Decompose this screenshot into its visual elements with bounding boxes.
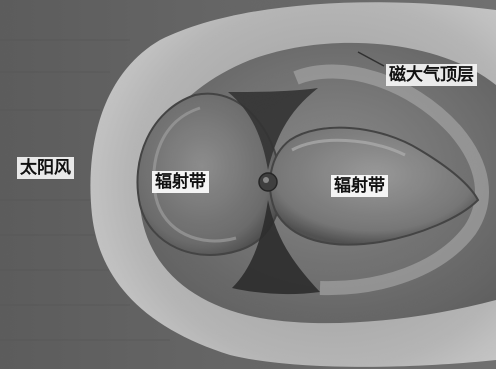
solar-wind-label: 太阳风 bbox=[17, 157, 74, 179]
magnetopause-label: 磁大气顶层 bbox=[386, 64, 477, 86]
radiation-belt-right-label: 辐射带 bbox=[331, 175, 388, 197]
radiation-belt-left-label: 辐射带 bbox=[152, 171, 209, 193]
